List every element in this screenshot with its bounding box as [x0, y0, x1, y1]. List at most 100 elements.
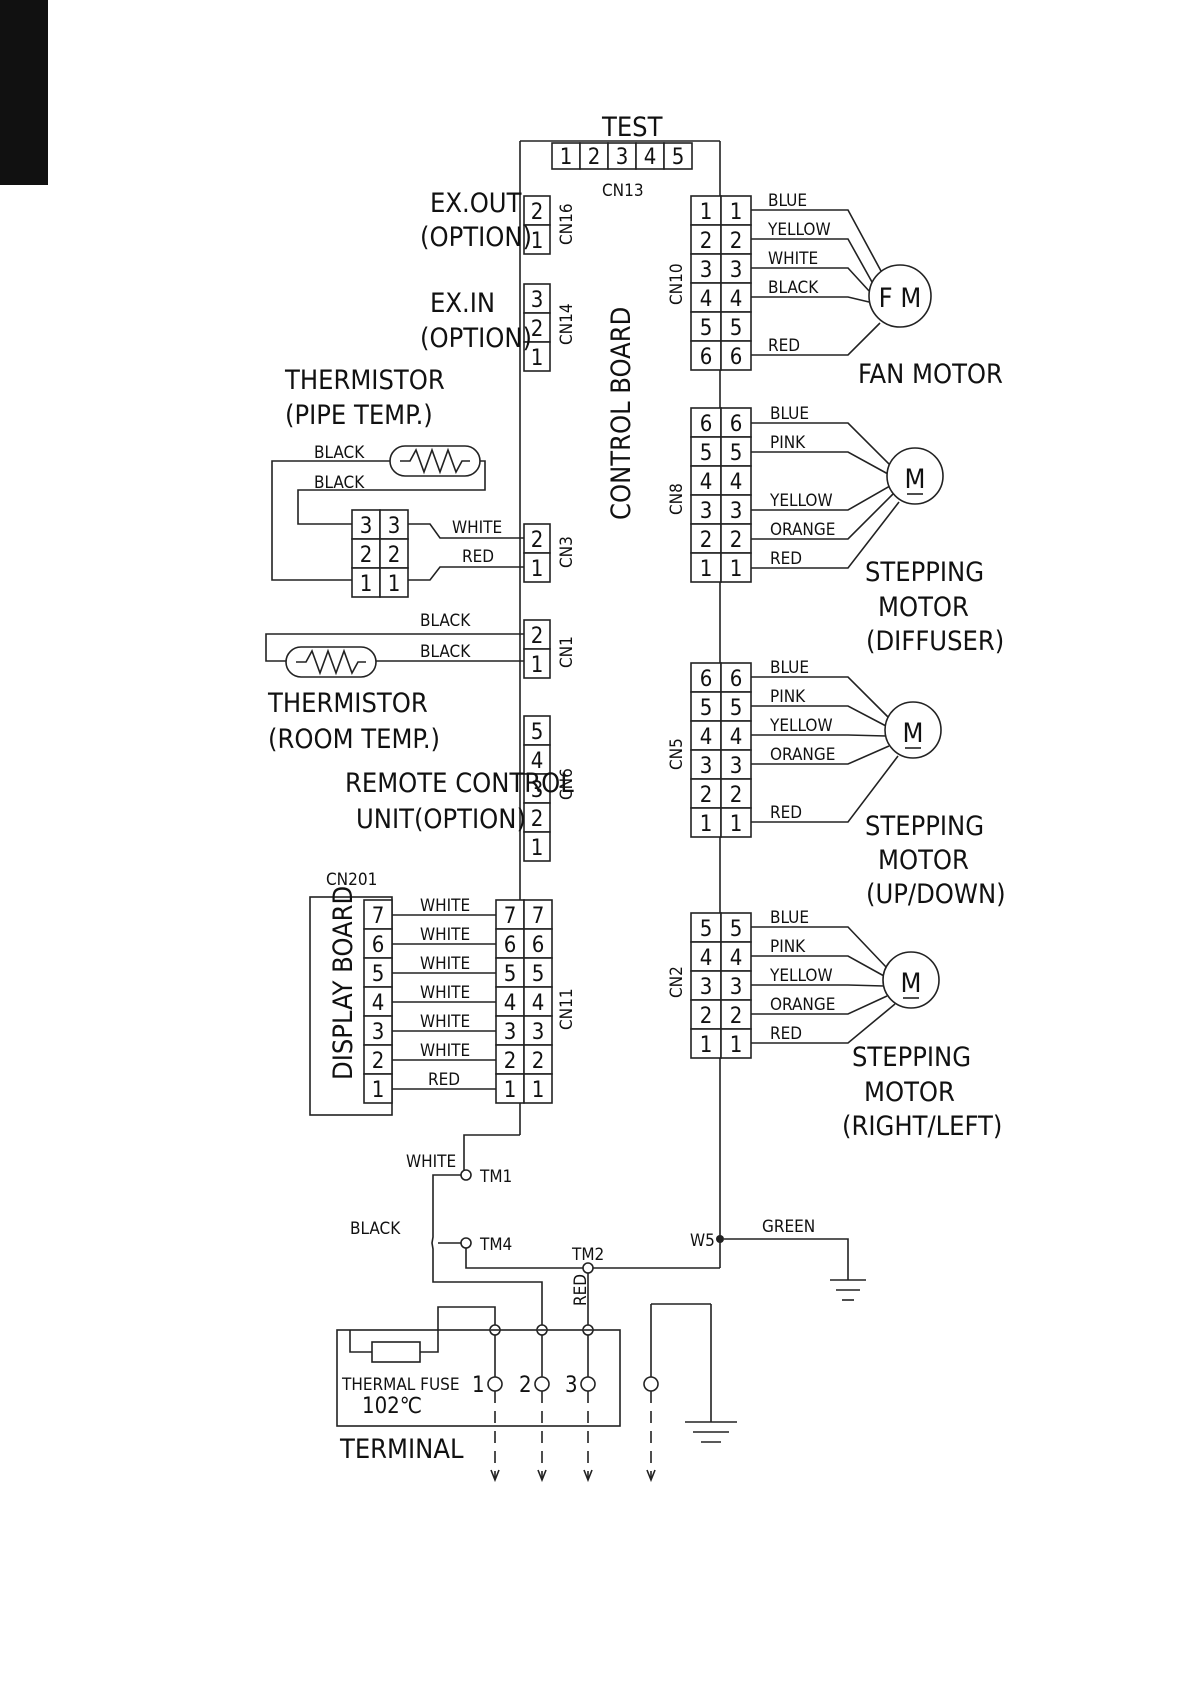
cn14-connector: 321	[523, 283, 551, 372]
cn5-left-cell	[690, 778, 722, 809]
test-pin: 4	[644, 145, 657, 170]
svg-text:M: M	[905, 464, 926, 495]
cn8-left-pin: 2	[700, 528, 713, 553]
cn3-cell	[523, 523, 551, 554]
tm2-label: TM2	[571, 1245, 604, 1265]
cn8-wire-line	[751, 485, 891, 511]
cn10-left-pin: 2	[700, 229, 713, 254]
cn5-left-cell	[690, 662, 722, 693]
display-pin: 3	[372, 1020, 385, 1045]
cn1-cell	[523, 648, 551, 679]
cn8-left-pin: 1	[700, 557, 713, 582]
cn6-pin: 3	[531, 778, 544, 803]
cn6-cell	[523, 831, 551, 862]
black-wire-label: BLACK	[350, 1219, 401, 1239]
tm4-node	[460, 1237, 472, 1249]
cn11-left-pin: 2	[504, 1049, 517, 1074]
cn5-right-cell	[720, 720, 752, 751]
terminal-arrow-icon	[537, 1469, 547, 1483]
w5-label: W5	[690, 1231, 715, 1251]
cn11-left-pin: 7	[504, 904, 517, 929]
white-wire-path	[431, 1174, 543, 1330]
cn5-right-pin: 4	[730, 725, 743, 750]
ex-out-option-label: (OPTION)	[420, 222, 532, 253]
cn8-right-pin: 2	[730, 528, 743, 553]
cn10-wire-line	[751, 209, 882, 272]
cn2-wire-label: ORANGE	[770, 995, 835, 1015]
cn10-right-pin: 3	[730, 258, 743, 283]
thermal-fuse-label: THERMAL FUSE	[341, 1375, 460, 1395]
pipe-right-cell	[379, 567, 409, 598]
cn2-wire-line	[751, 984, 885, 987]
cn2-left-pin: 5	[700, 917, 713, 942]
cn1-wire-1: BLACK	[420, 611, 471, 631]
fuse-wire-left	[349, 1330, 372, 1353]
display-pin: 7	[372, 904, 385, 929]
cn5-right-pin: 6	[730, 667, 743, 692]
cn1-pin: 1	[531, 653, 544, 678]
fan-motor-symbol	[868, 264, 932, 328]
cn2-wire-label: PINK	[770, 937, 806, 957]
remote-unit-label: UNIT(OPTION)	[356, 804, 526, 835]
cn2-wire-line	[751, 955, 885, 977]
pipe-left-pin: 2	[360, 543, 373, 568]
remote-control-label: REMOTE CONTROL	[345, 768, 574, 799]
terminal-post	[534, 1376, 550, 1392]
fuse-wire-right	[420, 1306, 496, 1353]
terminal-number: 2	[519, 1373, 532, 1398]
cn11-left-pin: 6	[504, 933, 517, 958]
cn11-right-cell	[523, 1044, 553, 1075]
cn8-wire-line	[751, 501, 900, 569]
test-pin: 3	[616, 145, 629, 170]
cn11-right-pin: 1	[532, 1078, 545, 1103]
cn2-right-cell	[720, 912, 752, 943]
cn11-wire-label: WHITE	[420, 896, 470, 916]
black-tab	[0, 0, 48, 185]
room-temp-label: (ROOM TEMP.)	[268, 724, 440, 755]
cn10-right-cell	[720, 311, 752, 342]
cn3-wire-red: RED	[462, 547, 494, 567]
cn10-wire-label: BLACK	[768, 278, 819, 298]
ex-in-label: EX.IN	[430, 288, 495, 319]
pipe-right-pin: 1	[388, 572, 401, 597]
tm1-label: TM1	[479, 1167, 512, 1187]
cn1-pin: 2	[531, 624, 544, 649]
cn3-cell	[523, 552, 551, 583]
cn8-left-pin: 6	[700, 412, 713, 437]
room-thermistor-resistor	[296, 648, 366, 676]
cn10-right-cell	[720, 253, 752, 284]
pipe-right-cell	[379, 509, 409, 540]
cn2-wire-label: RED	[770, 1024, 802, 1044]
diffuser-label: (DIFFUSER)	[866, 626, 1004, 657]
cn5-wire-line	[751, 734, 887, 737]
updown-label: (UP/DOWN)	[866, 879, 1006, 910]
cn5-right-cell	[720, 778, 752, 809]
green-wire-path	[724, 1238, 849, 1280]
cn8-wire-label: ORANGE	[770, 520, 835, 540]
cn8-right-pin: 5	[730, 441, 743, 466]
cn10-right-pin: 5	[730, 316, 743, 341]
terminal-number: 1	[472, 1373, 485, 1398]
cn10-label: CN10	[667, 263, 687, 305]
display-board-label: DISPLAY BOARD	[328, 886, 359, 1080]
cn8-wire-label: BLUE	[770, 404, 809, 424]
cn11-right-pin: 2	[532, 1049, 545, 1074]
cn11-wire-label: WHITE	[420, 954, 470, 974]
thermal-fuse-rating: 102℃	[362, 1394, 422, 1419]
pipe-thermistor-resistor	[400, 447, 470, 475]
cn5-wire-line	[751, 676, 890, 719]
cn6-pin: 1	[531, 836, 544, 861]
cn2-left-pin: 4	[700, 946, 713, 971]
pipe-wire-1: BLACK	[314, 443, 365, 463]
cn5-wire-label: PINK	[770, 687, 806, 707]
cn11-left-pin: 5	[504, 962, 517, 987]
cn2-wire-line	[751, 995, 888, 1015]
cn8-left-pin: 5	[700, 441, 713, 466]
w5-node	[716, 1235, 724, 1243]
